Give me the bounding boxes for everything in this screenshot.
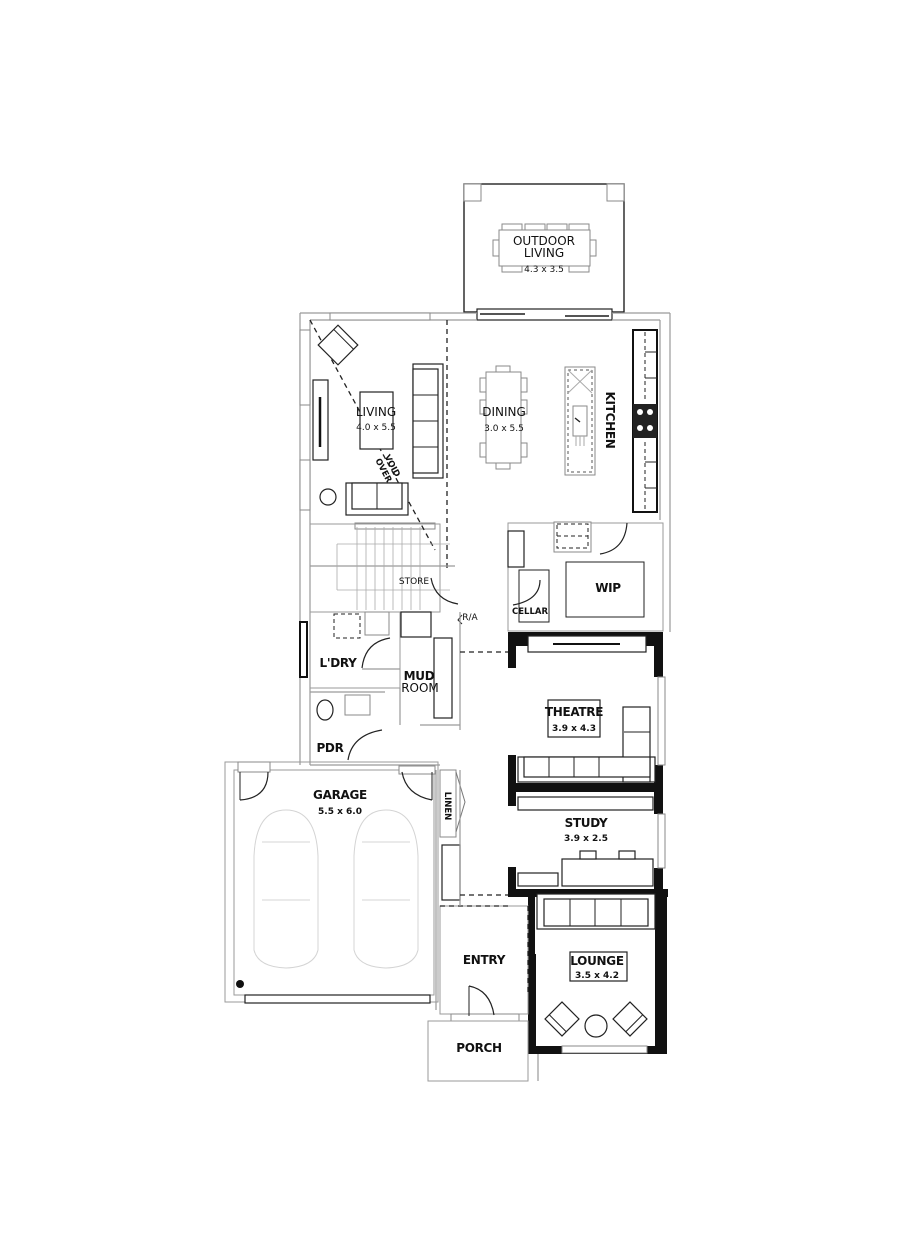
garage: GARAGE 5.5 x 6.0 [224,761,439,1004]
study-room: STUDY 3.9 x 2.5 [508,792,666,890]
living-label: LIVING [356,405,396,419]
dining-label: DINING [482,405,526,419]
vanity-icon [344,694,371,716]
mud-bench-icon [433,637,453,719]
linen-label: LINEN [442,792,452,821]
house-walls [299,312,671,765]
store-door[interactable] [430,577,459,605]
dining-dimensions: 3.0 x 5.5 [484,424,524,434]
wip-door[interactable] [599,522,628,555]
armchair-icon [317,324,359,366]
dining-table-icon [479,365,528,470]
study-label: STUDY [565,816,608,830]
ra-label: R/A [462,613,478,623]
porch-label: PORCH [456,1041,502,1055]
laundry-tub-icon [364,611,390,636]
lounge-dimensions: 3.5 x 4.2 [575,971,619,981]
garage-side-door[interactable] [239,771,269,801]
sofa-icon [412,363,444,479]
toilet-icon [316,699,334,721]
pdr-door[interactable] [347,729,383,761]
living-room: LIVING 4.0 x 5.5 VOID OVER [312,324,444,516]
sliding-door [476,308,613,321]
garage-internal-door[interactable] [401,771,433,801]
cellar-label: CELLAR [512,607,548,617]
garage-dimensions: 5.5 x 6.0 [318,807,362,817]
outdoor-living-label-1: OUTDOOR [513,234,575,248]
lounge-armchair-right-icon [612,1001,648,1037]
study-dimensions: 3.9 x 2.5 [564,834,608,844]
kitchen-bench-icon [632,329,658,513]
car-icon-left [253,809,319,969]
laundry-mud-pdr: L'DRY MUD ROOM PDR [299,611,510,766]
kitchen: KITCHEN [564,329,658,513]
wip-label: WIP [595,581,621,595]
theatre-room: THEATRE 3.9 x 4.3 [508,632,666,793]
lounge-room: LOUNGE 3.5 x 4.2 [508,889,668,1054]
entry-porch: ENTRY PORCH [427,905,539,1082]
lounge-label: LOUNGE [570,954,624,968]
store-label: STORE [399,577,430,587]
study-desk-icon [561,858,654,887]
outdoor-living-label-2: LIVING [524,246,564,260]
living-dimensions: 4.0 x 5.5 [356,423,396,433]
lounge-armchair-left-icon [544,1001,580,1037]
cellar-door[interactable] [512,579,541,606]
kitchen-label: KITCHEN [603,392,617,449]
pdr-label: PDR [316,741,343,755]
coffee-table-icon [359,391,394,450]
dining-room: DINING 3.0 x 5.5 [479,365,528,470]
car-icon-right [353,809,419,969]
mud-room-label-1: MUD [404,669,435,683]
theatre-lounge-icon [517,706,656,783]
theatre-dimensions: 3.9 x 4.3 [552,724,596,734]
side-table-icon [319,488,337,506]
theatre-label: THEATRE [545,705,603,719]
mud-room-label-2: ROOM [401,681,439,695]
lounge-side-table-icon [584,1014,608,1038]
outdoor-living-dimensions: 4.3 x 3.5 [524,265,564,275]
entry-label: ENTRY [463,953,506,967]
lounge-window [561,1045,648,1054]
two-seat-sofa-icon [345,482,409,516]
garage-door [244,994,431,1004]
laundry-window [299,621,308,678]
lounge-sofa-icon [536,893,656,930]
pantry-area: WIP CELLAR [507,521,664,632]
laundry-door[interactable] [361,637,391,669]
linen-cupboard: LINEN [435,769,508,1010]
kitchen-island-icon [564,366,596,476]
laundry-label: L'DRY [319,656,357,670]
staircase: STORE R/A [309,523,479,625]
entry-door[interactable] [468,985,495,1016]
garage-label: GARAGE [313,788,367,802]
cooktop-icon [633,404,657,438]
hot-water-icon [236,980,244,988]
